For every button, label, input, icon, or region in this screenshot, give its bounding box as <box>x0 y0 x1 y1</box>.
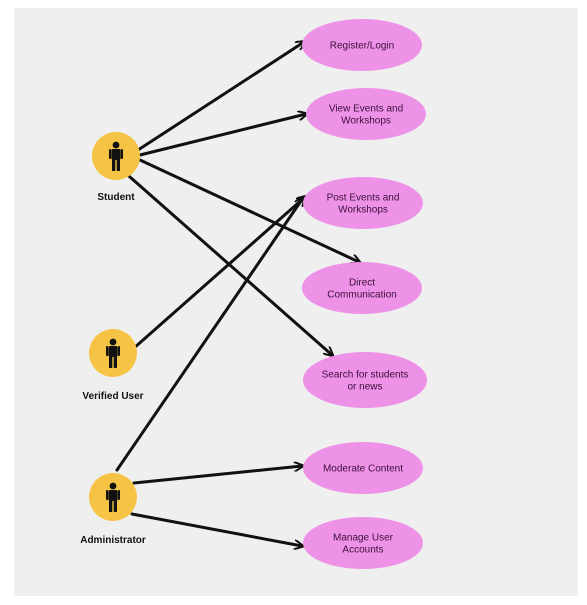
use-case-ellipse <box>303 177 423 229</box>
use-case-label: Workshops <box>341 116 391 127</box>
use-case-register[interactable]: Register/Login <box>302 19 422 71</box>
association-arrow-student-to-view <box>138 114 306 157</box>
use-case-label: Moderate Content <box>323 464 403 475</box>
use-case-ellipse <box>303 352 427 408</box>
association-arrow-student-to-register <box>136 42 304 152</box>
actor-label: Administrator <box>80 535 146 546</box>
use-case-label: Search for students <box>322 370 409 381</box>
use-case-ellipse <box>303 517 423 569</box>
actor-label: Verified User <box>82 391 143 402</box>
use-case-label: Direct <box>349 278 375 289</box>
association-arrow-student-to-direct <box>138 158 359 262</box>
actor-label: Student <box>97 192 135 203</box>
association-arrow-verified-to-post <box>132 197 305 350</box>
person-icon <box>109 141 123 171</box>
association-arrow-admin-to-manage <box>130 512 302 546</box>
use-case-label: or news <box>347 382 382 393</box>
use-case-label: View Events and <box>329 104 403 115</box>
use-case-label: Workshops <box>338 205 388 216</box>
use-case-ellipse <box>302 19 422 71</box>
association-arrow-admin-to-moderate <box>132 466 302 485</box>
person-icon <box>106 482 120 512</box>
use-case-moderate[interactable]: Moderate Content <box>303 442 423 494</box>
use-case-label: Manage User <box>333 533 394 544</box>
associations-layer <box>115 42 359 546</box>
use-case-ellipse <box>303 442 423 494</box>
use-case-ellipse <box>306 88 426 140</box>
actor-verified[interactable]: Verified User <box>82 329 144 402</box>
use-case-label: Communication <box>327 290 396 301</box>
use-case-label: Register/Login <box>330 41 394 52</box>
use-case-ellipse <box>302 262 422 314</box>
use-case-label: Post Events and <box>327 193 400 204</box>
actor-admin[interactable]: Administrator <box>80 473 146 546</box>
use-case-label: Accounts <box>342 545 383 556</box>
actor-student[interactable]: Student <box>92 132 140 203</box>
association-arrow-student-to-search <box>120 168 332 355</box>
person-icon <box>106 338 120 368</box>
association-arrow-admin-to-post <box>115 198 303 472</box>
